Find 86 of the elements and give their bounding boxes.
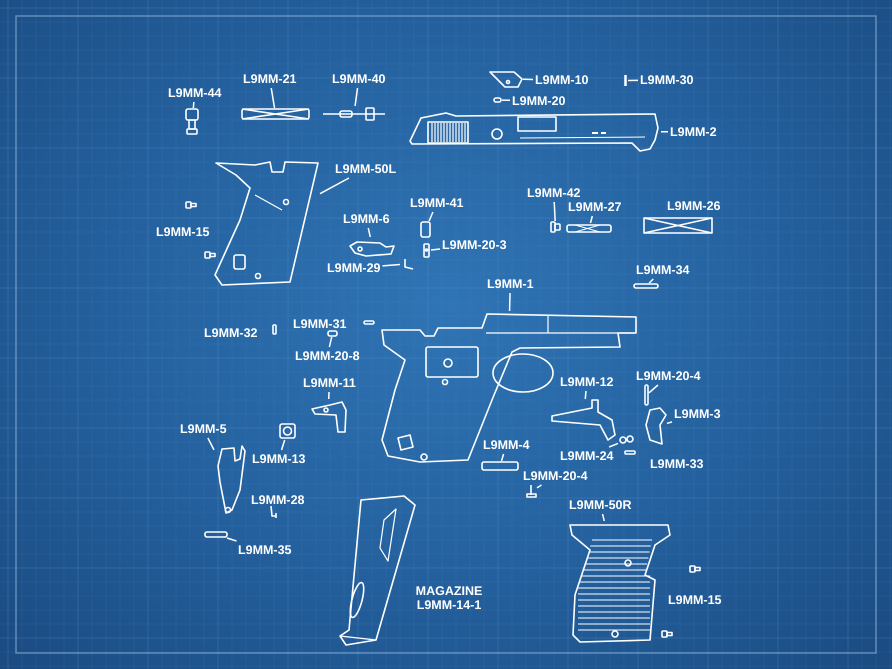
part-number-label: L9MM-33: [650, 457, 704, 471]
leader-line: [368, 228, 371, 238]
part-number-label: L9MM-34: [636, 263, 690, 277]
part-number-label: L9MM-4: [483, 438, 530, 452]
part-number-label: L9MM-44: [168, 86, 222, 100]
bar-drawing: [633, 283, 659, 289]
screw-drawing: [550, 221, 561, 233]
bar-drawing: [241, 108, 310, 120]
pin-drawing: [618, 435, 635, 445]
pin-drawing: [420, 221, 431, 238]
part-number-label: L9MM-10: [535, 73, 588, 87]
part-number-label: L9MM-24: [560, 449, 614, 463]
part-number-label: L9MM-5: [180, 422, 227, 436]
screw-drawing: [185, 108, 199, 136]
leader-line: [590, 216, 594, 224]
leader-line: [584, 390, 587, 400]
leader-line: [648, 384, 658, 394]
leader-line: [522, 78, 534, 80]
leader-line: [320, 177, 350, 194]
leader-line: [428, 212, 434, 222]
leader-line: [207, 438, 215, 450]
part-number-label: L9MM-1: [487, 277, 534, 291]
leader-line: [328, 336, 332, 348]
part-number-label: L9MM-21: [243, 72, 296, 86]
bar-drawing: [481, 461, 519, 471]
leader-line: [661, 130, 668, 133]
leader-line: [280, 440, 286, 450]
leader-line: [602, 514, 605, 522]
part-number-label: L9MM-13: [252, 452, 306, 466]
leader-line: [628, 80, 638, 82]
pin-drawing: [566, 223, 612, 234]
leader-line: [270, 88, 276, 108]
leader-line: [666, 421, 672, 424]
leader-line: [382, 264, 400, 267]
part-number-label: L9MM-15: [156, 225, 210, 239]
leader-line: [430, 248, 440, 251]
part-number-label: L9MM-27: [568, 200, 622, 214]
part-number-label: L9MM-30: [640, 73, 694, 87]
part-number-label: L9MM-20: [512, 94, 566, 108]
part-number-label: L9MM-29: [327, 261, 380, 275]
part-number-label: L9MM-50L: [335, 162, 396, 176]
part-number-label: L9MM-41: [410, 196, 464, 210]
leader-line: [508, 292, 511, 312]
grip-panel-drawing: [212, 159, 320, 287]
leader-line: [226, 537, 237, 542]
lever-drawing: [488, 69, 523, 89]
trigger-drawing: [644, 407, 667, 447]
part-number-label: L9MM-20-8: [295, 349, 360, 363]
leader-line: [648, 278, 654, 284]
part-number-label: L9MM-6: [343, 212, 390, 226]
pin-drawing: [526, 484, 537, 499]
part-number-label: L9MM-40: [332, 72, 386, 86]
pin-drawing: [327, 330, 338, 337]
leader-line: [536, 484, 542, 489]
spring-drawing: [644, 384, 649, 406]
part-number-label: L9MM-15: [668, 593, 722, 607]
part-number-label: L9MM-3: [674, 407, 721, 421]
leader-line: [192, 102, 195, 108]
leader-line: [328, 392, 330, 400]
part-number-label: L9MM-42: [527, 186, 580, 200]
leader-line: [502, 99, 510, 102]
pin-drawing: [422, 242, 431, 259]
part-caption: MAGAZINE L9MM-14-1: [414, 584, 484, 612]
part-number-label: L9MM-28: [251, 493, 304, 507]
part-number-label: L9MM-20-3: [442, 238, 507, 252]
pin-drawing: [623, 74, 628, 87]
lever-drawing: [309, 399, 347, 433]
part-number-label: L9MM-2: [670, 125, 717, 139]
pin-drawing: [493, 97, 502, 103]
leader-line: [500, 454, 504, 462]
part-number-label: L9MM-12: [560, 375, 614, 389]
pin-drawing: [204, 531, 228, 538]
part-number-label: L9MM-35: [238, 543, 292, 557]
leader-line: [354, 88, 358, 106]
part-number-label: L9MM-31: [293, 317, 346, 331]
part-number-label: L9MM-50R: [569, 498, 632, 512]
part-number-label: L9MM-20-4: [523, 469, 588, 483]
leader-line: [553, 202, 556, 222]
part-number-label: L9MM-26: [667, 199, 720, 213]
pin-drawing: [321, 106, 387, 122]
leader-line: [608, 442, 618, 448]
block-drawing: [278, 422, 297, 440]
part-number-label: L9MM-32: [204, 326, 258, 340]
part-number-label: L9MM-20-4: [636, 369, 701, 383]
part-number-label: L9MM-11: [303, 376, 356, 390]
lever-drawing: [551, 399, 616, 441]
